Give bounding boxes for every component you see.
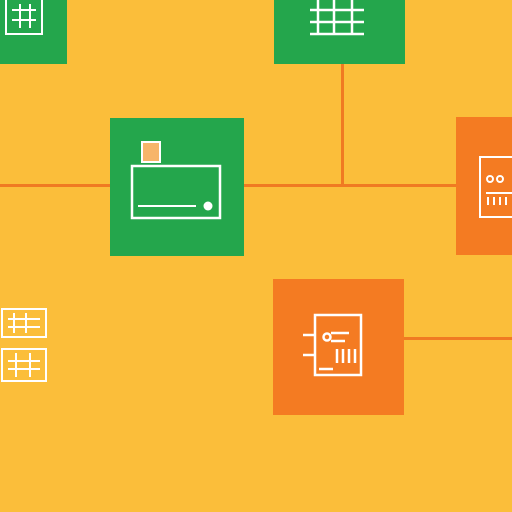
node-left (0, 305, 50, 385)
circuit-board-icon (1, 308, 47, 382)
connector-bottom-to-right-edge (404, 337, 512, 340)
circuit-board-icon (310, 0, 364, 36)
circuit-board-icon (479, 156, 512, 218)
node-top-center (274, 0, 405, 64)
node-bottom (273, 279, 404, 415)
node-center (110, 118, 244, 256)
connector-top-to-center-line (341, 64, 344, 186)
connector-center-to-right (244, 184, 458, 187)
circuit-board-icon (5, 0, 43, 35)
circuit-board-icon (303, 313, 363, 377)
card-reader-icon (130, 141, 222, 220)
node-right (456, 117, 512, 255)
node-top-left (0, 0, 67, 64)
connector-left-to-center (0, 184, 110, 187)
